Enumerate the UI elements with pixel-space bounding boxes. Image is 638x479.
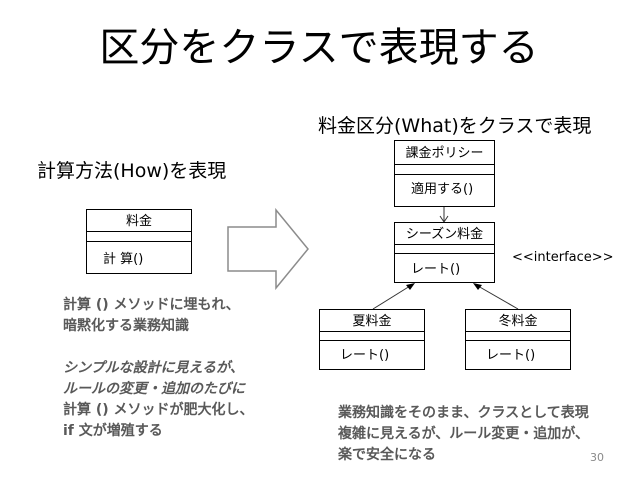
left-note-line: 計算 () メソッドに埋もれ、 bbox=[63, 297, 240, 313]
right-note-line: 複雑に見えるが、ルール変更・追加が、 bbox=[338, 426, 590, 442]
season-fee-box: シーズン料金 レート() bbox=[394, 222, 495, 283]
inheritance-arrowhead-icon bbox=[473, 283, 482, 290]
season-fee-method: レート() bbox=[411, 262, 461, 277]
fee-class-divider-2 bbox=[87, 241, 191, 242]
summer-fee-method: レート() bbox=[340, 348, 390, 363]
billing-policy-name: 課金ポリシー bbox=[405, 146, 484, 161]
winter-fee-name: 冬料金 bbox=[498, 314, 538, 329]
summer-fee-divider-1 bbox=[320, 331, 424, 332]
summer-fee-box: 夏料金 レート() bbox=[319, 309, 425, 370]
billing-policy-divider-2 bbox=[395, 174, 494, 175]
summer-fee-divider-2 bbox=[320, 340, 424, 341]
right-note: 業務知識をそのまま、クラスとして表現 複雑に見えるが、ルール変更・追加が、 楽で… bbox=[338, 403, 589, 466]
left-note: 計算 () メソッドに埋もれ、 暗黙化する業務知識 シンプルな設計に見えるが、 … bbox=[63, 295, 254, 442]
page-number: 30 bbox=[590, 451, 604, 464]
billing-policy-method: 適用する() bbox=[411, 182, 474, 197]
fee-class-divider-1 bbox=[87, 231, 191, 232]
season-fee-name: シーズン料金 bbox=[405, 227, 484, 242]
left-note-line: シンプルな設計に見えるが、 bbox=[63, 360, 244, 376]
right-note-line: 業務知識をそのまま、クラスとして表現 bbox=[338, 405, 589, 421]
billing-policy-box: 課金ポリシー 適用する() bbox=[394, 140, 495, 207]
left-note-line: 暗黙化する業務知識 bbox=[63, 318, 189, 334]
fee-class-box: 料金 計 算() bbox=[86, 209, 192, 274]
winter-fee-divider-2 bbox=[466, 340, 570, 341]
fee-class-method: 計 算() bbox=[103, 252, 144, 267]
right-note-line: 楽で安全になる bbox=[338, 447, 436, 463]
billing-policy-divider-1 bbox=[395, 164, 494, 165]
summer-fee-name: 夏料金 bbox=[352, 314, 392, 329]
left-note-line: 計算 () メソッドが肥大化し、 bbox=[63, 402, 254, 418]
right-heading: 料金区分(What)をクラスで表現 bbox=[318, 115, 592, 137]
inheritance-line-winter bbox=[477, 285, 519, 310]
left-note-line: ルールの変更・追加のたびに bbox=[63, 381, 245, 397]
transformation-arrow-icon bbox=[227, 207, 309, 291]
interface-label: <<interface>> bbox=[512, 250, 614, 265]
left-note-line: if 文が増殖する bbox=[63, 423, 163, 439]
slide-title: 区分をクラスで表現する bbox=[99, 25, 539, 71]
season-fee-divider-1 bbox=[395, 244, 494, 245]
left-heading: 計算方法(How)を表現 bbox=[37, 160, 227, 182]
winter-fee-divider-1 bbox=[466, 331, 570, 332]
inheritance-line-summer bbox=[372, 285, 411, 310]
winter-fee-box: 冬料金 レート() bbox=[465, 309, 571, 370]
fee-class-name: 料金 bbox=[125, 214, 152, 229]
winter-fee-method: レート() bbox=[486, 348, 536, 363]
season-fee-divider-2 bbox=[395, 253, 494, 254]
inheritance-arrowhead-icon bbox=[406, 283, 415, 290]
